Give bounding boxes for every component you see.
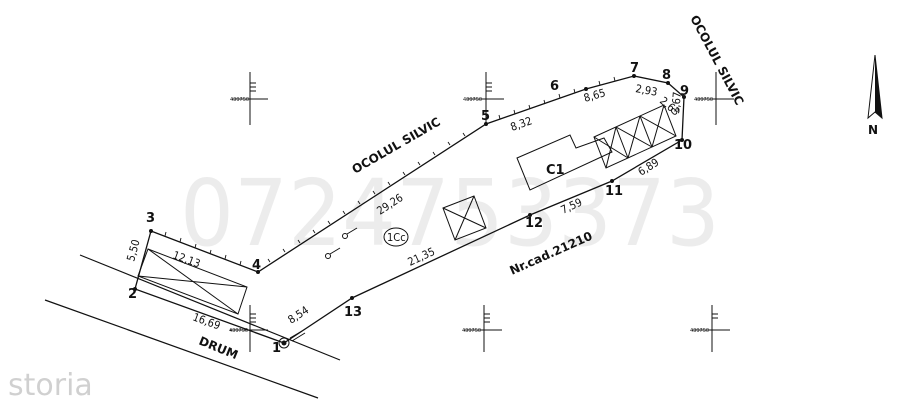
forest-label-right: OCOLUL SILVIC [687,13,746,108]
parcel-boundary [134,75,685,344]
road-label: DRUM [197,334,240,362]
length-13-1: 8,54 [286,304,312,327]
structure-right [593,104,677,169]
grid-coord-6: 439750 [690,328,709,334]
length-6-7: 8,65 [582,86,607,105]
grid-cross-1 [232,72,268,125]
point-label-4: 4 [252,258,261,273]
grid-cross-5 [464,305,502,352]
watermark-brand: storia [8,368,93,403]
grid-cross-2 [466,72,504,125]
building-label-c1: C1 [546,163,565,178]
point-label-10: 10 [674,138,692,153]
length-9-10: 3,67 [669,91,684,114]
grid-coord-4: 439750 [229,328,248,334]
grid-cross-6 [692,305,730,352]
north-label: N [868,123,878,137]
grid-coord-3: 439750 [694,97,713,103]
point-label-8: 8 [662,68,671,83]
building-c1 [516,134,613,191]
point-label-7: 7 [630,61,639,76]
parcel-use-marker [383,227,409,247]
tree-symbols [325,227,358,259]
point-label-6: 6 [550,79,559,94]
driveway-strip [289,330,306,342]
length-1-2: 16,69 [191,311,222,333]
structure-left [137,248,248,315]
grid-coord-5: 439750 [462,328,481,334]
grid-cross-3 [696,72,734,125]
length-2-3: 5,50 [124,238,142,263]
point-markers [133,74,686,346]
point-label-1: 1 [272,341,281,356]
point-label-3: 3 [146,211,155,226]
point-label-5: 5 [481,109,490,124]
point-label-9: 9 [680,84,689,99]
point-1-ring [278,337,290,349]
structure-middle [442,195,487,241]
road-edge-lower [44,299,319,399]
length-5-6: 8,32 [509,114,534,133]
point-label-11: 11 [605,184,623,199]
point-label-2: 2 [128,287,137,302]
grid-coord-2: 439750 [463,97,482,103]
fence-ticks [164,76,616,266]
parcel-use-label: 1Cc [387,231,406,244]
north-arrow-icon [867,54,883,120]
watermark-phone: 0724753373 [180,160,720,267]
point-label-13: 13 [344,305,362,320]
grid-coord-1: 439750 [230,97,249,103]
length-7-8: 2,93 [634,82,658,99]
road-edge-upper [79,254,341,361]
point-label-12: 12 [525,216,543,231]
